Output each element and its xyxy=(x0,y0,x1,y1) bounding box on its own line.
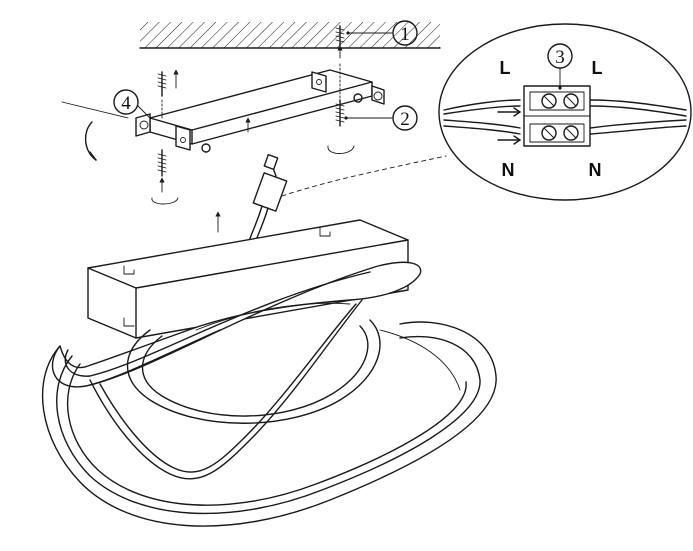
callout-4: 4 xyxy=(113,89,151,119)
ceiling xyxy=(139,22,441,49)
canopy-base xyxy=(87,219,409,339)
callout-1: 1 xyxy=(346,20,418,46)
wire-connector xyxy=(215,153,288,247)
ceiling-screw-top xyxy=(335,25,345,59)
svg-text:3: 3 xyxy=(555,47,565,68)
rotation-arrow xyxy=(61,101,129,161)
led-ring-fixture xyxy=(41,261,497,527)
label-neutral-left: N xyxy=(502,160,515,180)
svg-text:1: 1 xyxy=(400,24,410,45)
callout-2: 2 xyxy=(344,105,418,131)
screw-right xyxy=(327,61,355,154)
wall-plug-left xyxy=(157,69,179,119)
terminal-labels: L L N N xyxy=(500,58,603,180)
label-live-right: L xyxy=(592,58,603,78)
label-live-left: L xyxy=(500,58,511,78)
svg-text:4: 4 xyxy=(121,93,131,114)
svg-text:2: 2 xyxy=(400,109,410,130)
label-neutral-right: N xyxy=(589,160,602,180)
screw-left-bottom xyxy=(151,149,179,205)
mounting-bracket xyxy=(135,69,385,153)
terminal-detail-inset: 3 xyxy=(438,23,692,201)
